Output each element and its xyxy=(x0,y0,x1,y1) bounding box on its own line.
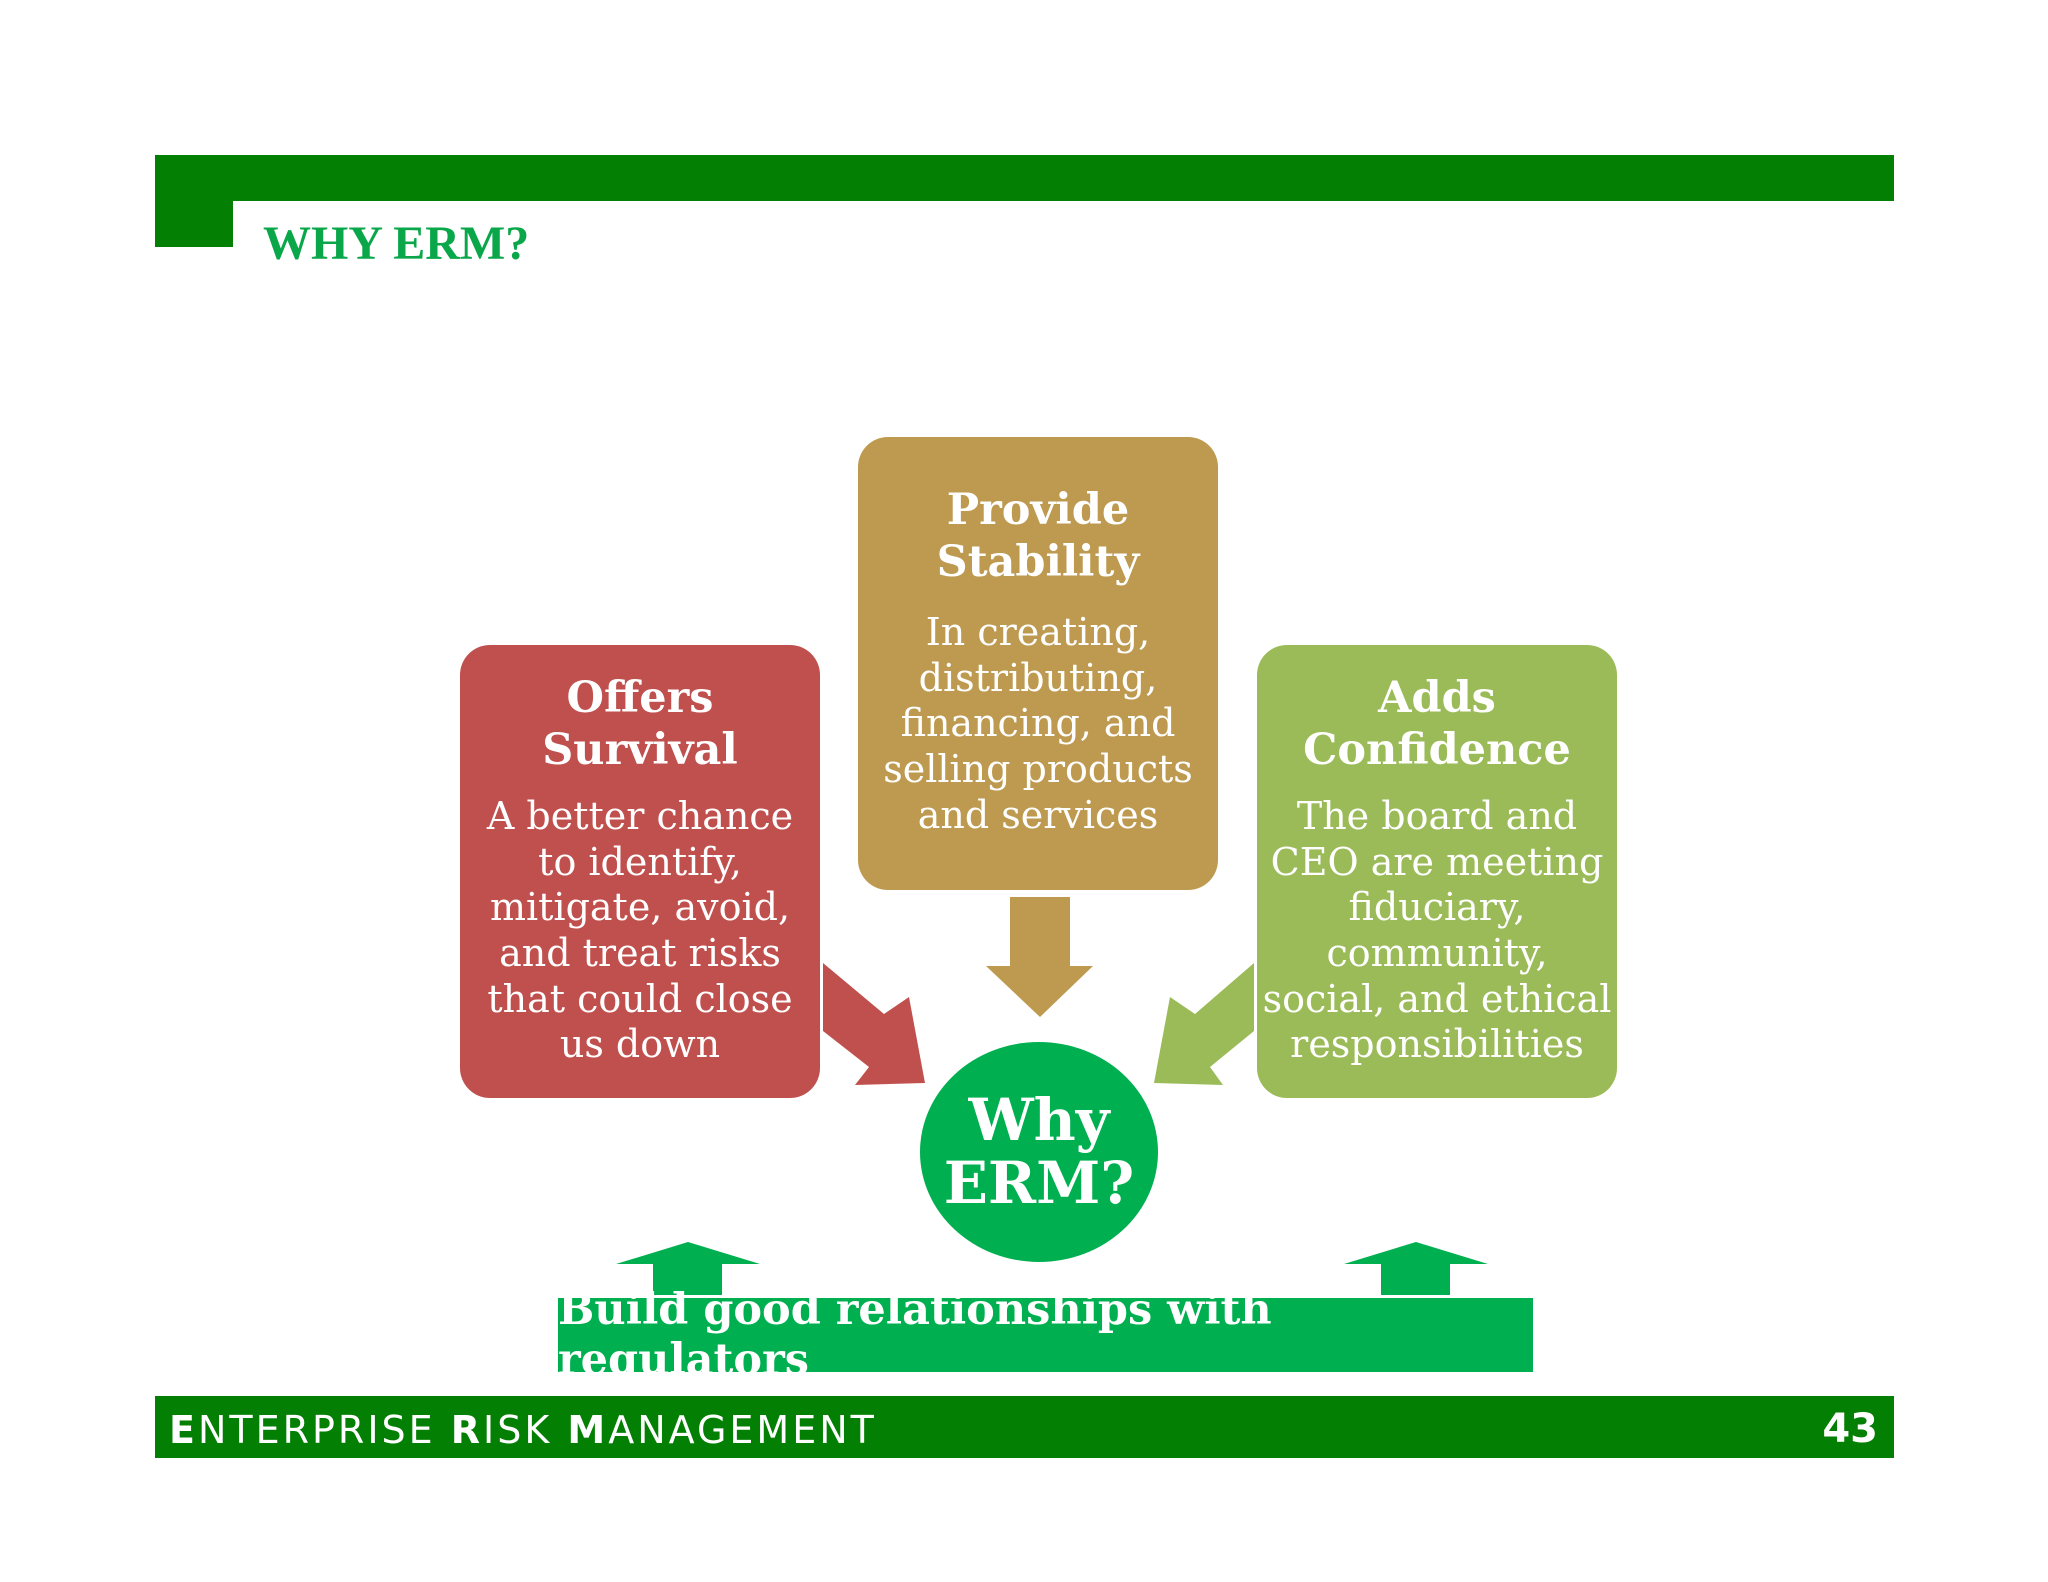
survival-body-line: to identify, xyxy=(538,839,742,884)
footer-bar: ENTERPRISE RISK MANAGEMENT 43 xyxy=(155,1396,1894,1458)
confidence-body-line: social, and ethical xyxy=(1262,976,1612,1021)
survival-body-line: and treat risks xyxy=(499,930,781,975)
survival-body-line: that could close xyxy=(487,976,793,1021)
circle-line1: Why xyxy=(968,1086,1110,1155)
confidence-title-line2: Confidence xyxy=(1303,724,1571,775)
header-bar xyxy=(155,155,1894,201)
survival-body-line: mitigate, avoid, xyxy=(489,885,791,930)
arrow-survival-to-center xyxy=(823,963,925,1085)
arrow-confidence-to-center xyxy=(1154,963,1254,1085)
page-number: 43 xyxy=(1822,1406,1878,1452)
survival-body-line: us down xyxy=(559,1022,721,1067)
stability-body-line: selling products xyxy=(883,746,1193,791)
circle-line2: ERM? xyxy=(943,1149,1135,1217)
regulators-banner: Build good relationships with regulators xyxy=(558,1285,1533,1385)
footer-word-management: ANAGEMENT xyxy=(608,1408,877,1452)
title-card xyxy=(233,201,1894,281)
stability-box: Provide Stability In creating, distribut… xyxy=(858,437,1218,890)
stability-body-line: and services xyxy=(917,792,1159,837)
survival-body-line: A better chance xyxy=(486,794,794,839)
stability-body-line: In creating, xyxy=(925,610,1151,655)
confidence-body-line: The board and xyxy=(1296,794,1578,839)
confidence-body-line: community, xyxy=(1326,930,1548,975)
footer-initial-r: R xyxy=(450,1408,484,1452)
header-tab xyxy=(155,195,233,247)
confidence-title-line1: Adds xyxy=(1378,673,1496,723)
confidence-box: Adds Confidence The board and CEO are me… xyxy=(1257,645,1617,1098)
slide-title: WHY ERM? xyxy=(263,217,530,270)
why-erm-circle: Why ERM? xyxy=(920,1042,1158,1262)
survival-title-line1: Offers xyxy=(566,673,714,723)
confidence-body-line: fiduciary, xyxy=(1348,885,1526,930)
stability-title-line1: Provide xyxy=(946,485,1130,535)
survival-box: Offers Survival A better chance to ident… xyxy=(460,645,820,1098)
arrow-regulators-right xyxy=(1344,1242,1488,1295)
footer-initial-e: E xyxy=(169,1408,198,1452)
footer-initial-m: M xyxy=(567,1408,609,1452)
footer-word-enterprise: NTERPRISE xyxy=(197,1408,436,1452)
footer-title: ENTERPRISE RISK MANAGEMENT xyxy=(169,1408,877,1452)
confidence-body-line: CEO are meeting xyxy=(1270,839,1604,884)
confidence-body-line: responsibilities xyxy=(1290,1022,1584,1067)
stability-body-line: distributing, xyxy=(918,655,1158,700)
stability-body-line: financing, and xyxy=(900,701,1176,746)
arrow-regulators-left xyxy=(616,1242,760,1295)
survival-title-line2: Survival xyxy=(542,724,738,775)
arrow-stability-to-center xyxy=(986,897,1093,1017)
stability-title-line2: Stability xyxy=(936,536,1140,587)
footer-word-risk: ISK xyxy=(483,1408,553,1452)
